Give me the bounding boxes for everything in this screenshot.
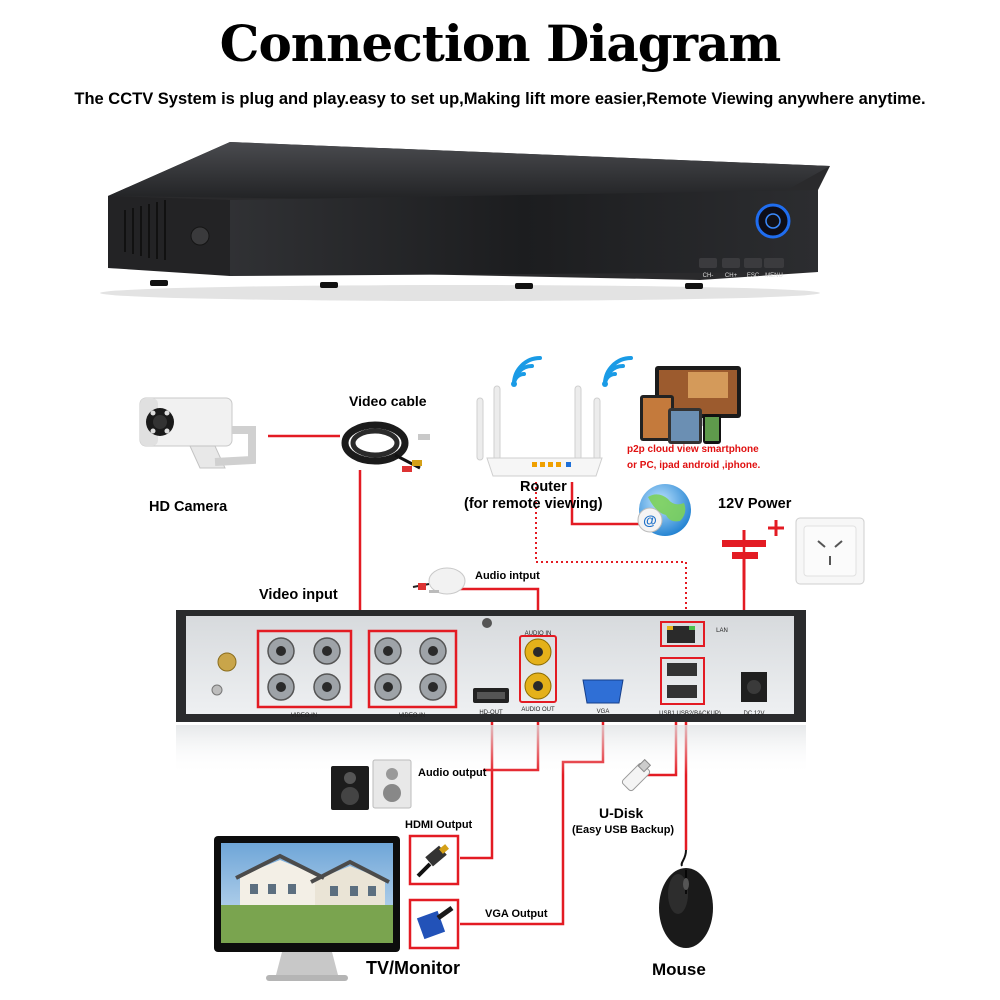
router-lan-dotted-line (535, 482, 687, 628)
hd-camera-image (139, 397, 256, 469)
panel-label-hd-out: HD-OUT (479, 710, 503, 716)
dvr-button-esc: ESC (747, 273, 760, 279)
video-cable-label: Video cable (349, 393, 427, 409)
audio-input-mic-image (412, 567, 466, 595)
panel-label-usb: USB1 USB2(BACKUP) (659, 711, 721, 717)
power-socket-image (795, 517, 865, 585)
dvr-button-ch-minus: CH- (703, 273, 714, 279)
page-title: Connection Diagram (219, 14, 782, 73)
panel-label-audio-in: AUDIO IN (525, 631, 552, 637)
video-input-bnc-ports (256, 629, 458, 709)
vga-cable-image (408, 898, 460, 950)
router-label: Router (520, 479, 567, 495)
router-note-label: (for remote viewing) (464, 496, 603, 512)
tv-monitor-label: TV/Monitor (366, 958, 460, 978)
page-subtitle: The CCTV System is plug and play.easy to… (74, 90, 926, 108)
udisk-label: U-Disk (599, 805, 644, 821)
panel-label-dc: DC 12V (743, 711, 764, 717)
svg-text:@: @ (643, 512, 657, 528)
mouse-image (659, 849, 713, 948)
lan-port (667, 626, 695, 643)
tv-monitor-image (214, 836, 400, 981)
vga-output-label: VGA Output (485, 908, 548, 920)
speakers-image (331, 759, 412, 810)
video-input-label: Video input (259, 587, 338, 603)
vga-port (582, 679, 624, 704)
p2p-line2-label: or PC, ipad android ,iphone. (627, 460, 761, 471)
mouse-label: Mouse (652, 960, 706, 979)
dvr-button-menu: MENU (765, 273, 783, 279)
video-cable-image (341, 421, 430, 472)
power-label: 12V Power (718, 496, 792, 512)
dvr-front-buttons (699, 258, 784, 268)
panel-label-video-in-right: VIDEO IN (399, 713, 425, 719)
router-image (476, 356, 633, 477)
dvr-front-unit: CH- CH+ ESC MENU (100, 142, 830, 301)
udisk-image (621, 758, 652, 792)
router-internet-line (570, 482, 640, 526)
udisk-note-label: (Easy USB Backup) (572, 824, 675, 836)
usb1-port (667, 663, 697, 676)
dvr-rear-panel: VIDEO IN VIDEO IN HD-OUT AUDIO IN AUDIO … (176, 610, 806, 775)
panel-label-lan: LAN (716, 628, 728, 634)
hdmi-output-label: HDMI Output (405, 819, 473, 831)
power-symbol-icon (722, 520, 784, 590)
panel-label-video-in-left: VIDEO IN (291, 713, 317, 719)
panel-label-vga: VGA (597, 709, 610, 715)
audio-input-label: Audio intput (475, 570, 540, 582)
p2p-line1-label: p2p cloud view smartphone (627, 444, 759, 455)
hd-camera-label: HD Camera (149, 499, 228, 515)
panel-label-audio-out: AUDIO OUT (521, 707, 555, 713)
usb2-port (667, 685, 697, 698)
audio-output-label: Audio output (418, 767, 487, 779)
hdmi-cable-image (408, 834, 460, 886)
wifi-icon (512, 356, 633, 386)
p2p-devices-image (640, 366, 741, 444)
internet-globe-icon: @ (637, 484, 691, 536)
dvr-button-ch-plus: CH+ (725, 273, 738, 279)
